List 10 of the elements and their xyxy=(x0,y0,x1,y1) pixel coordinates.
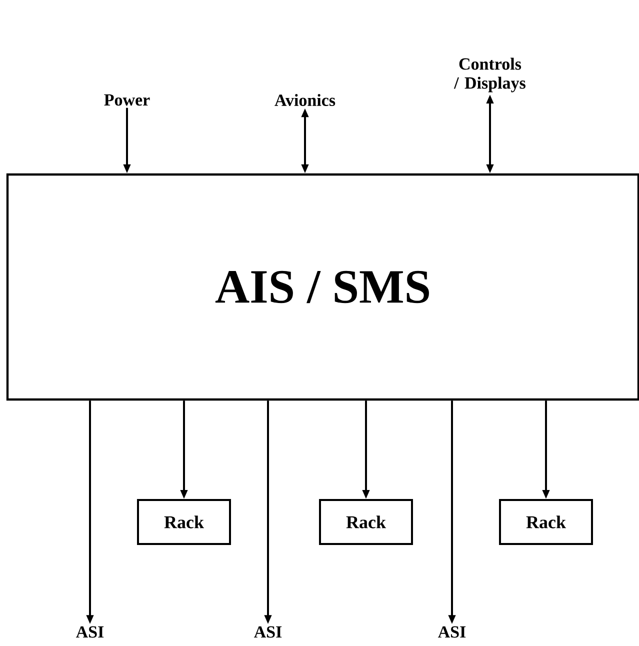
system-box: AIS / SMS xyxy=(6,173,639,401)
signal-label: Power xyxy=(104,94,150,106)
signal-label: Controls / Displays xyxy=(454,58,526,92)
signal-label: ASI xyxy=(254,626,282,638)
rack-box: Rack xyxy=(137,499,231,545)
signal-label: Avionics xyxy=(274,94,336,106)
signal-label: ASI xyxy=(438,626,466,638)
rack-box: Rack xyxy=(319,499,413,545)
rack-box: Rack xyxy=(499,499,593,545)
signal-label: ASI xyxy=(76,626,104,638)
